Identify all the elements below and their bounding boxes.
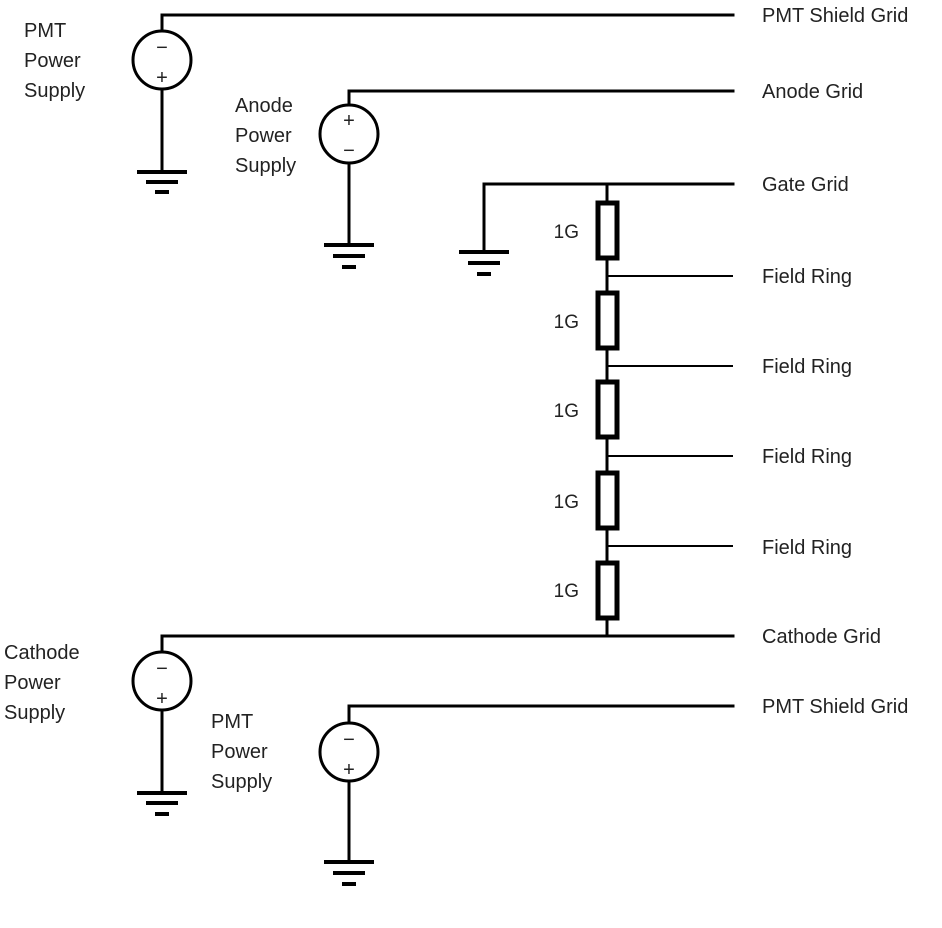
pmt-top-label-line1: PMT: [24, 20, 66, 42]
gate-ground-icon: [459, 250, 509, 276]
pmt-top-ground-icon: [137, 170, 187, 194]
terminal-pmt-shield-bottom: PMT Shield Grid: [762, 696, 908, 718]
anode-label-line3: Supply: [235, 155, 296, 177]
terminal-pmt-shield-top: PMT Shield Grid: [762, 5, 908, 27]
anode-supply: + − Anode Power Supply: [235, 89, 735, 269]
pmt-bottom-label-line3: Supply: [211, 771, 272, 793]
gate-wire: [482, 182, 735, 254]
anode-negative-sign: −: [343, 140, 355, 162]
resistor-chain: 1G 1G 1G 1G 1G: [554, 182, 733, 638]
pmt-top-label-line2: Power: [24, 50, 81, 72]
terminal-field-ring-1: Field Ring: [762, 266, 852, 288]
resistor-3-value: 1G: [554, 401, 579, 422]
cathode-label-line3: Supply: [4, 702, 65, 724]
anode-ground-icon: [324, 243, 374, 269]
anode-label-line2: Power: [235, 125, 292, 147]
terminal-field-ring-4: Field Ring: [762, 537, 852, 559]
pmt-top-positive-sign: +: [156, 67, 168, 89]
cathode-supply: − + Cathode Power Supply: [4, 634, 735, 816]
resistor-2-value: 1G: [554, 312, 579, 333]
terminal-anode-grid: Anode Grid: [762, 81, 863, 103]
cathode-positive-sign: +: [156, 688, 168, 710]
pmt-bottom-wire: [347, 704, 735, 726]
pmt-bottom-label-line1: PMT: [211, 711, 253, 733]
anode-label-line1: Anode: [235, 95, 293, 117]
cathode-ground-icon: [137, 791, 187, 816]
pmt-top-negative-sign: −: [156, 37, 168, 59]
terminal-field-ring-2: Field Ring: [762, 356, 852, 378]
cathode-label-line1: Cathode: [4, 642, 80, 664]
pmt-top-label-line3: Supply: [24, 80, 85, 102]
resistor-4-value: 1G: [554, 492, 579, 513]
terminal-cathode-grid: Cathode Grid: [762, 626, 881, 648]
anode-wire: [347, 89, 735, 108]
gate-ground-branch: [459, 182, 735, 276]
resistor-1-value: 1G: [554, 222, 579, 243]
pmt-bottom-negative-sign: −: [343, 729, 355, 751]
pmt-top-supply: − + PMT Power Supply: [24, 13, 735, 194]
resistor-5-value: 1G: [554, 581, 579, 602]
pmt-top-wire: [160, 13, 735, 37]
pmt-bottom-label-line2: Power: [211, 741, 268, 763]
resistor-1: [595, 200, 620, 261]
pmt-bottom-positive-sign: +: [343, 759, 355, 781]
resistor-2: [595, 290, 620, 351]
terminal-field-ring-3: Field Ring: [762, 446, 852, 468]
cathode-wire: [160, 634, 735, 655]
terminal-labels: PMT Shield Grid Anode Grid Gate Grid Fie…: [762, 5, 908, 718]
cathode-label-line2: Power: [4, 672, 61, 694]
cathode-negative-sign: −: [156, 658, 168, 680]
resistor-3: [595, 379, 620, 440]
resistor-4: [595, 470, 620, 531]
resistor-5: [595, 560, 620, 621]
pmt-bottom-ground-icon: [324, 860, 374, 886]
pmt-bottom-supply: − + PMT Power Supply: [211, 704, 735, 886]
terminal-gate-grid: Gate Grid: [762, 174, 849, 196]
anode-positive-sign: +: [343, 110, 355, 132]
